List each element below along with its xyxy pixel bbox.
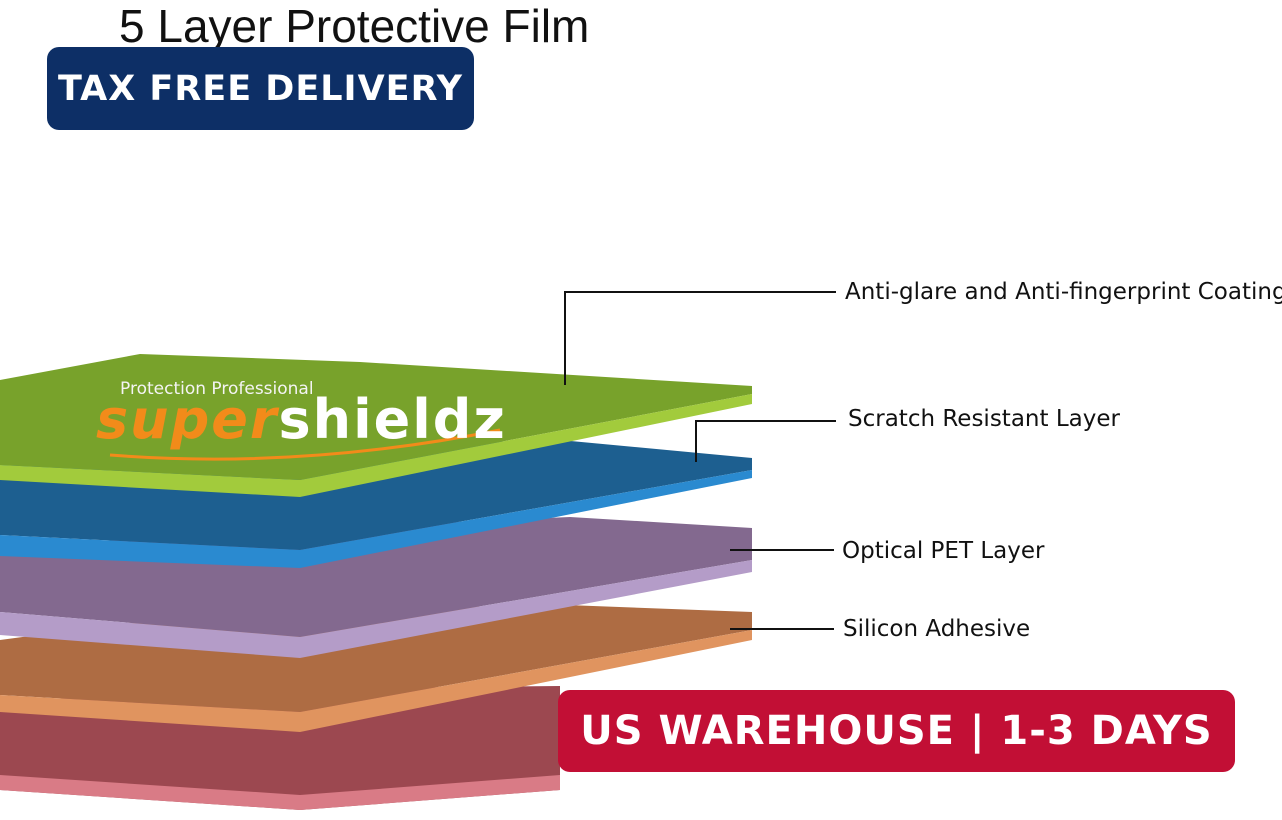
brand-logo-part2: shieldz [278,388,507,451]
us-warehouse-badge: US WAREHOUSE | 1-3 DAYS [558,690,1235,772]
page-title: 5 Layer Protective Film [119,0,590,52]
label-optical-pet: Optical PET Layer [842,538,1045,564]
leader-line-scratch [695,420,836,462]
leader-line-anti-glare [564,291,836,385]
brand-logo: supershieldz [96,388,507,451]
label-scratch-resistant: Scratch Resistant Layer [848,406,1120,432]
label-anti-glare: Anti-glare and Anti-fingerprint Coating [845,279,1282,305]
label-silicon-adhesive: Silicon Adhesive [843,616,1031,642]
brand-logo-part1: super [96,388,279,451]
tax-free-delivery-badge: TAX FREE DELIVERY [47,47,474,130]
layer-anti-glare [0,354,752,497]
logo-tagline: Protection Professional [120,379,314,399]
